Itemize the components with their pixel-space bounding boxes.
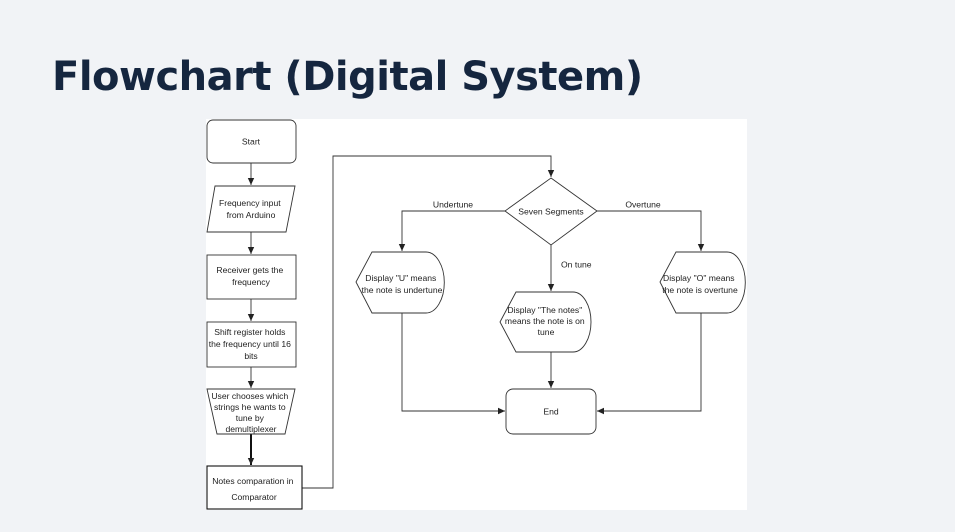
page-title: Flowchart (Digital System) — [52, 54, 643, 100]
start-label: Start — [242, 137, 261, 147]
notes-comparation-node — [206, 465, 303, 510]
end-label: End — [543, 407, 559, 417]
arrow-u-end — [401, 313, 505, 415]
flowchart-figure: Start Frequency input from Arduino Recei… — [206, 119, 747, 510]
user-chooses-node — [206, 388, 296, 435]
undertune-label: Undertune — [433, 200, 473, 210]
arrow-notes-seven — [302, 155, 555, 489]
freq-input-node — [206, 185, 296, 233]
display-o-label: Display "O" means the note is overtune — [662, 273, 738, 295]
overtune-label: Overtune — [625, 200, 661, 210]
display-o-node — [659, 251, 746, 314]
display-notes-label: Display "The notes" means the note is on… — [505, 305, 587, 337]
shift-register-node — [206, 321, 297, 368]
arrow-overtune — [597, 210, 705, 251]
seven-segments-label: Seven Segments — [518, 207, 583, 217]
ontune-label: On tune — [561, 260, 592, 270]
notes-comparation-label: Notes comparation in Comparator — [212, 476, 296, 502]
shift-register-label: Shift register holds the frequency until… — [209, 327, 294, 361]
display-notes-node — [499, 291, 592, 353]
arrow-undertune — [398, 210, 505, 251]
receiver-label: Receiver gets the frequency — [216, 265, 285, 287]
end-node — [505, 388, 597, 435]
seven-segments-decision — [504, 177, 598, 246]
flowchart-svg: Start Frequency input from Arduino Recei… — [206, 119, 746, 510]
display-u-label: Display "U" means the note is undertune — [362, 273, 443, 295]
start-node — [206, 119, 297, 164]
display-u-node — [355, 251, 445, 314]
freq-input-label: Frequency input from Arduino — [219, 198, 283, 220]
connectors — [247, 155, 705, 489]
user-chooses-label: User chooses which strings he wants to t… — [211, 391, 290, 434]
arrow-o-end — [597, 313, 702, 415]
receiver-node — [206, 254, 297, 300]
